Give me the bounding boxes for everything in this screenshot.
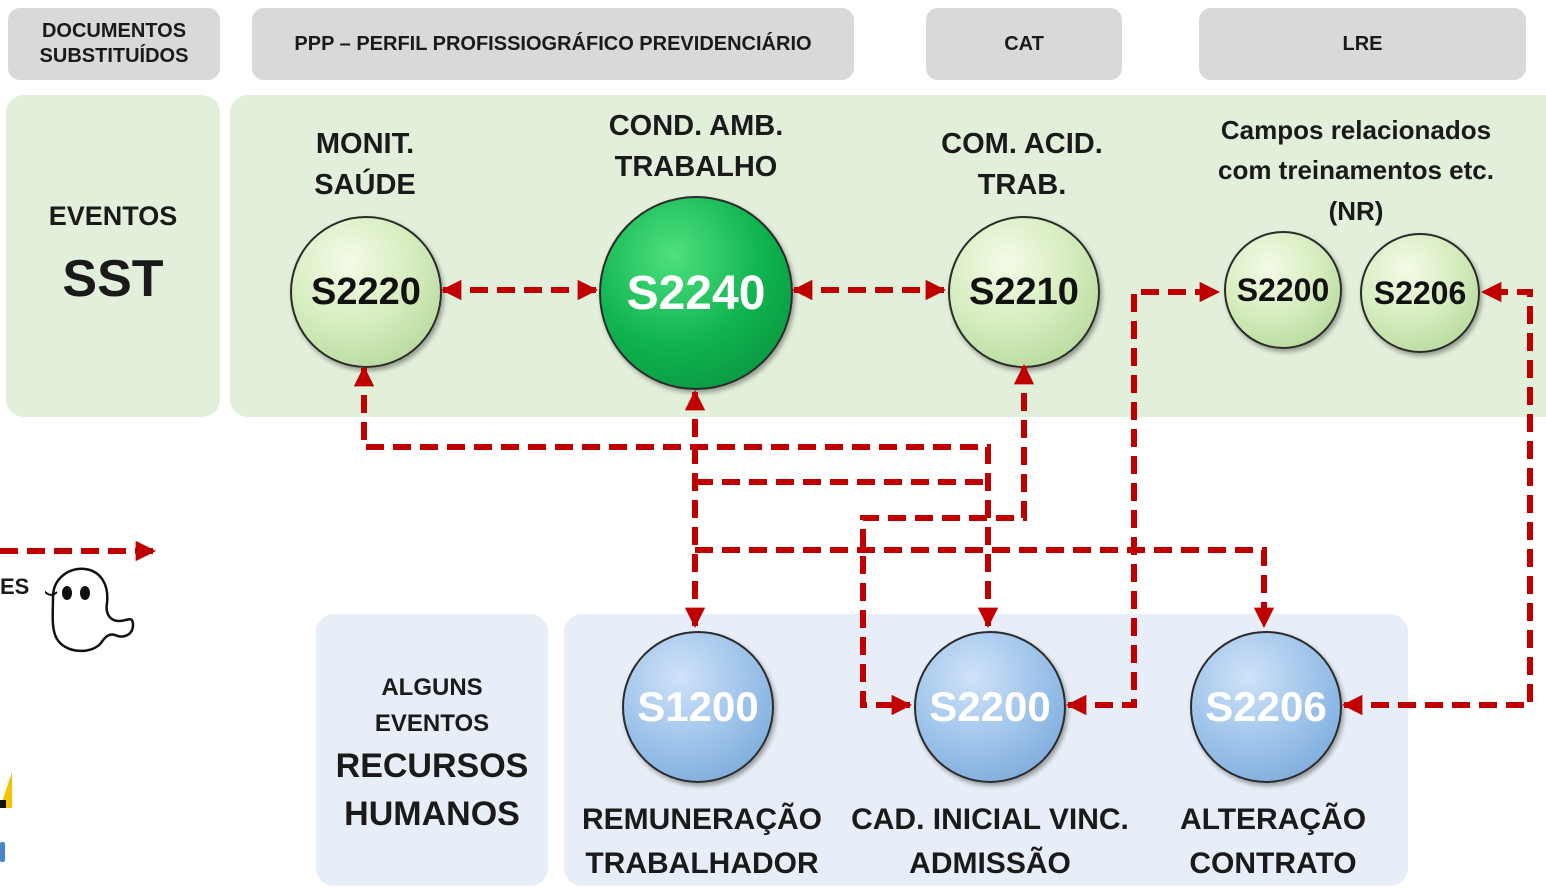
s1200-label: REMUNERAÇÃO TRABALHADOR: [566, 798, 838, 886]
node-s2240-code: S2240: [626, 266, 766, 320]
sst-title-line1: EVENTOS: [48, 201, 178, 231]
blue-fragment-mark: [0, 842, 5, 862]
node-s1200[interactable]: S1200: [622, 631, 774, 783]
com-acid-label: COM. ACID. TRAB.: [900, 124, 1144, 205]
node-s2200-sst[interactable]: S2200: [1224, 231, 1342, 349]
s2200-label: CAD. INICIAL VINC. ADMISSÃO: [836, 798, 1144, 886]
header-cat: CAT: [926, 8, 1122, 80]
campos-label: Campos relacionados com treinamentos etc…: [1178, 110, 1534, 231]
header-lre: LRE: [1199, 8, 1526, 80]
s2206-label-line1: ALTERAÇÃO: [1179, 803, 1367, 836]
node-s2206-hr-code: S2206: [1205, 683, 1327, 730]
header-ppp: PPP – PERFIL PROFISSIOGRÁFICO PREVIDENCI…: [252, 8, 854, 80]
sst-label-panel: [6, 95, 220, 417]
cond-amb-label: COND. AMB. TRABALHO: [566, 106, 826, 187]
sst-title-line2: SST: [62, 250, 164, 308]
node-s2240[interactable]: S2240: [599, 196, 793, 390]
cond-amb-line2: TRABALHO: [614, 150, 778, 183]
header-docs-text: DOCUMENTOS SUBSTITUÍDOS: [39, 20, 189, 67]
hr-line1: ALGUNS: [381, 674, 483, 701]
node-s2210-code: S2210: [969, 270, 1079, 313]
monit-saude-line2: SAÚDE: [314, 168, 416, 201]
node-s2220-code: S2220: [311, 270, 421, 313]
warning-fragment-mark: [0, 800, 6, 808]
s2200-label-line1: CAD. INICIAL VINC.: [851, 803, 1129, 836]
node-s2200-sst-code: S2200: [1236, 271, 1330, 308]
hr-label-panel: [316, 614, 548, 886]
campos-line2: com treinamentos etc.: [1218, 155, 1494, 186]
arrow-s2220-s2200hr: [353, 365, 999, 629]
hr-line2: EVENTOS: [374, 710, 490, 737]
hr-line3: RECURSOS: [335, 747, 529, 785]
warning-fragment-icon: [0, 772, 12, 808]
arrow-s2240-s2206hr: [695, 547, 1275, 629]
ghost-icon: [45, 567, 135, 652]
monit-saude-line1: MONIT.: [315, 128, 415, 160]
monit-saude-label: MONIT. SAÚDE: [265, 124, 465, 205]
s1200-label-line2: TRABALHADOR: [585, 847, 819, 880]
header-lre-text: LRE: [1342, 32, 1383, 55]
s1200-label-line1: REMUNERAÇÃO: [582, 803, 822, 836]
campos-line1: Campos relacionados: [1220, 115, 1492, 145]
hr-label: ALGUNS EVENTOS RECURSOS HUMANOS: [316, 670, 548, 838]
node-s1200-code: S1200: [637, 683, 759, 730]
arrow-s2200hr-s2200sst: [1065, 281, 1221, 716]
hr-line4: HUMANOS: [344, 795, 520, 833]
arrow-s2206hr-s2206sst: [1341, 281, 1533, 716]
cond-amb-line1: COND. AMB.: [608, 110, 784, 142]
s2206-label-line2: CONTRATO: [1189, 847, 1357, 880]
arrow-s2210-s2200hr: [860, 363, 1035, 716]
com-acid-line2: TRAB.: [977, 168, 1067, 201]
s2206-label: ALTERAÇÃO CONTRATO: [1160, 798, 1386, 886]
header-cat-text: CAT: [1004, 32, 1044, 55]
campos-line3: (NR): [1328, 195, 1384, 226]
com-acid-line1: COM. ACID.: [941, 128, 1103, 160]
header-docs-substituidos: DOCUMENTOS SUBSTITUÍDOS: [8, 8, 220, 80]
left-fragment-text: ES: [0, 574, 30, 599]
header-ppp-text: PPP – PERFIL PROFISSIOGRÁFICO PREVIDENCI…: [294, 32, 812, 55]
s2200-label-line2: ADMISSÃO: [909, 847, 1071, 880]
node-s2220[interactable]: S2220: [290, 216, 442, 368]
